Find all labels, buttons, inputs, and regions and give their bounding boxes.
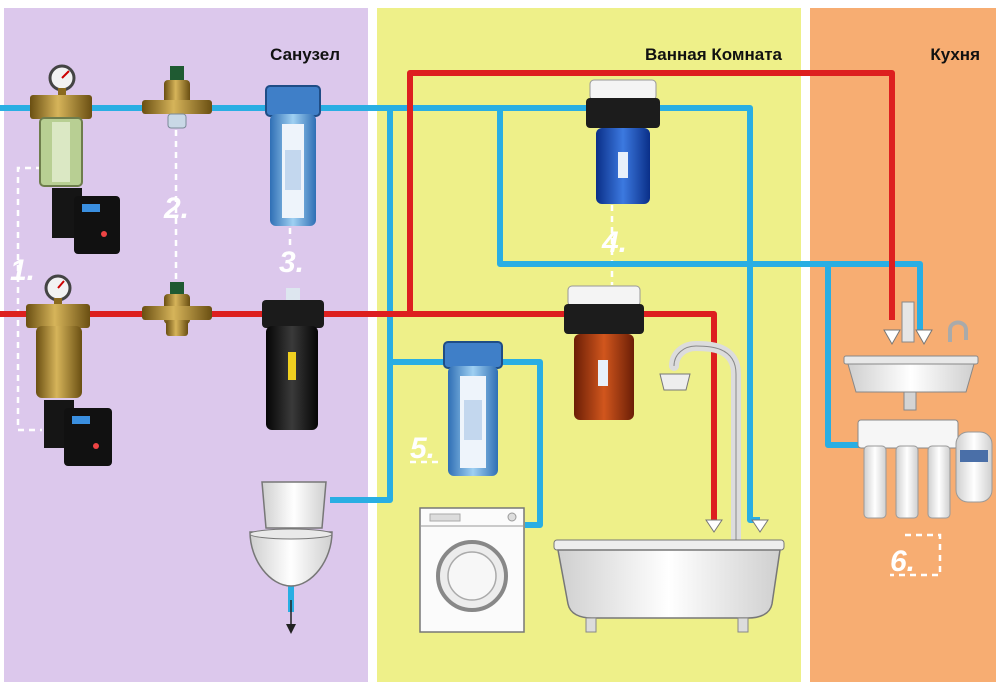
cold-branch-toilet <box>330 108 393 503</box>
filter-head-brass <box>26 304 90 328</box>
hot-water-pipes <box>0 70 895 520</box>
main-filter-hot <box>26 274 112 466</box>
bathtub-body <box>557 549 781 619</box>
cold-branch-kitchen <box>497 108 923 330</box>
toilet-bowl <box>249 531 333 587</box>
sink-basin <box>847 363 975 393</box>
zone-kitchen-bg <box>810 8 996 682</box>
filter-head-brass <box>30 95 92 119</box>
zone-sanuzel-title: Санузел <box>270 45 340 64</box>
hot-main-line <box>0 311 717 520</box>
cartridge-filter-cold <box>265 85 321 226</box>
filter-flask-brass <box>36 326 82 398</box>
faucet-hot-icon <box>883 329 901 346</box>
zone-kitchen: Кухня <box>810 8 996 682</box>
zone-bathroom-title: Ванная Комната <box>645 45 783 64</box>
cartridge-filter-hot <box>262 288 324 430</box>
big-brown-filter <box>564 285 644 420</box>
toilet <box>249 481 333 587</box>
dashed-annotations <box>16 130 942 577</box>
drinking-faucet-icon <box>948 320 968 342</box>
shower-head-icon <box>659 373 691 391</box>
pressure-reducer-hot <box>142 282 212 336</box>
bathtub <box>553 340 785 633</box>
kitchen-sink <box>843 301 979 411</box>
step-label-1: 1. <box>10 254 35 287</box>
dash-1 <box>16 166 42 432</box>
main-filter-cold <box>30 64 120 254</box>
hot-branch-kitchen <box>407 70 895 320</box>
step-label-3: 3. <box>279 246 304 279</box>
drain-arrow <box>286 600 296 634</box>
storage-tank <box>955 431 993 503</box>
step-label-6: 6. <box>890 545 915 578</box>
faucet-cold-icon <box>915 329 933 346</box>
step-label-4: 4. <box>601 226 627 259</box>
reverse-osmosis-system <box>857 419 993 519</box>
step-label-5: 5. <box>410 432 435 465</box>
pressure-reducer-cold <box>142 66 212 129</box>
step-label-2: 2. <box>163 192 189 225</box>
bathtub-taps <box>705 519 769 533</box>
drain-arrow-head <box>286 624 296 634</box>
washing-machine-filter <box>443 341 503 476</box>
washing-machine <box>419 507 525 633</box>
toilet-tank <box>261 481 327 529</box>
big-blue-filter <box>586 79 660 204</box>
cold-tap-icon <box>751 519 769 533</box>
step-labels: 1. 2. 3. 4. 5. 6. <box>10 192 915 578</box>
hot-tap-icon <box>705 519 723 533</box>
dash-6 <box>890 533 942 577</box>
cold-branch-filter <box>825 264 868 448</box>
zone-kitchen-title: Кухня <box>930 45 980 64</box>
